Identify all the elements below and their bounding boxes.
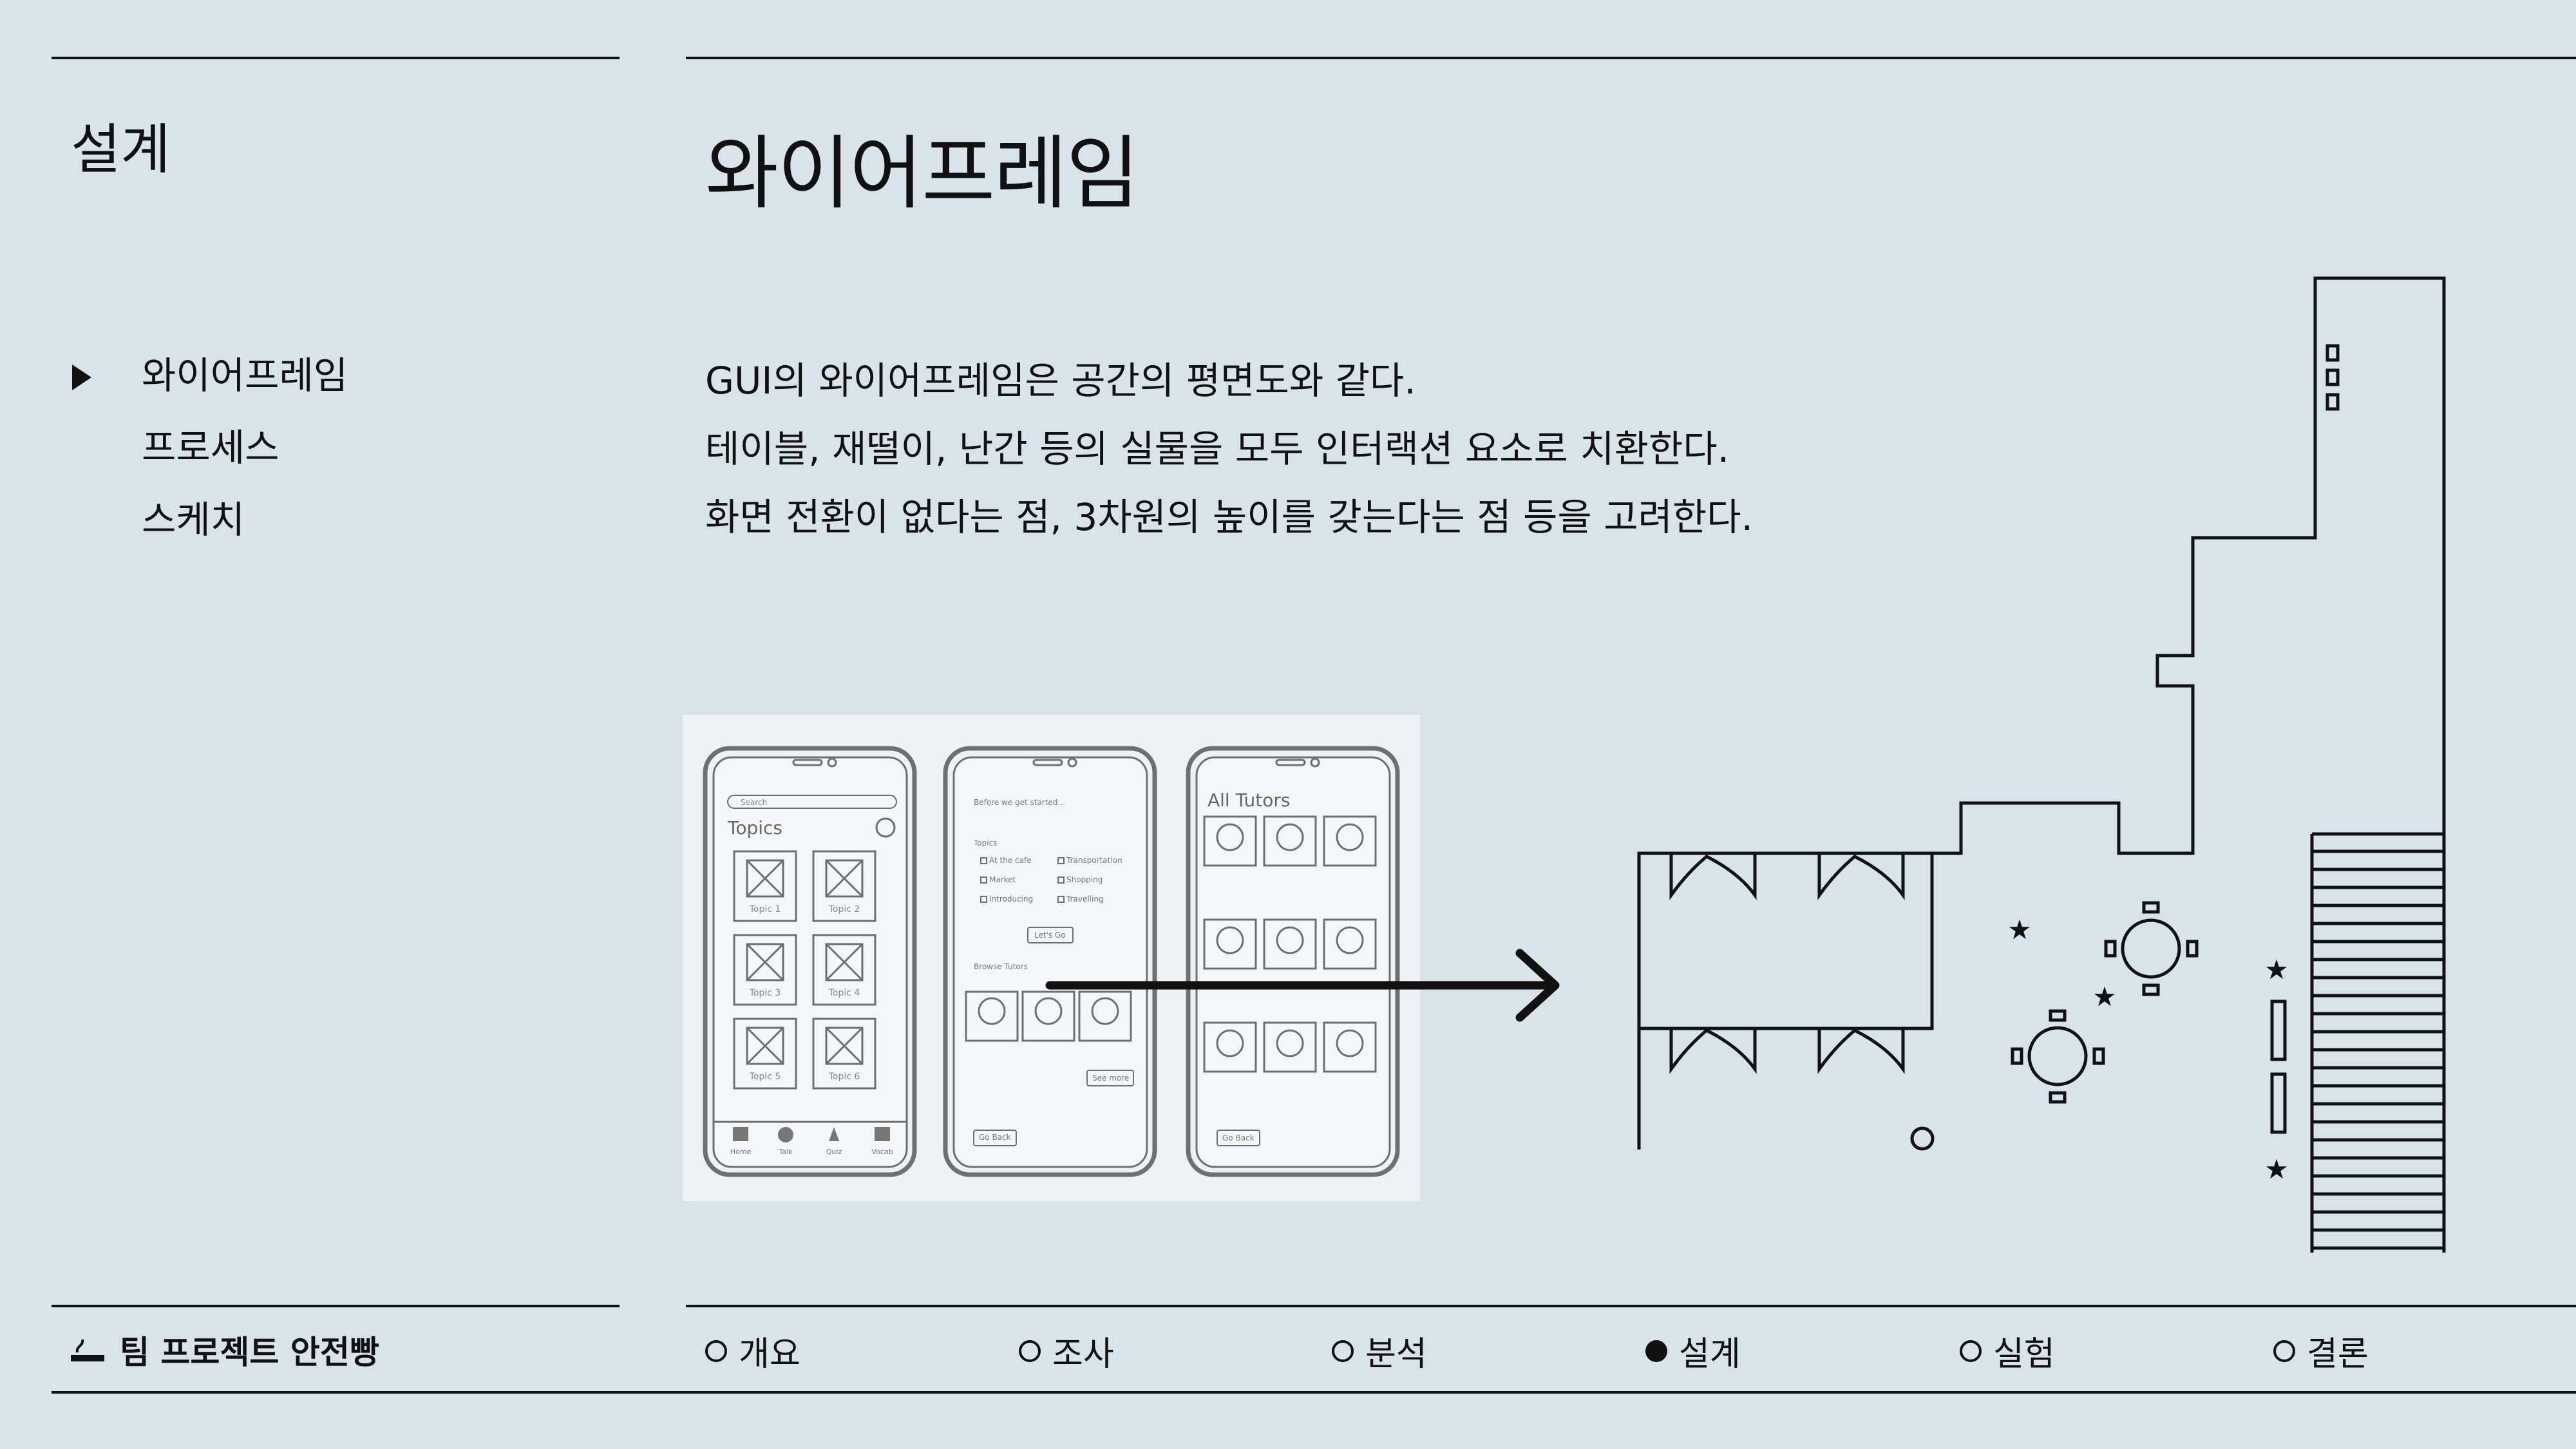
option-label: At the cafe xyxy=(989,856,1032,865)
description-line: 테이블, 재떨이, 난간 등의 실물을 모두 인터랙션 요소로 치환한다. xyxy=(705,427,1730,471)
topic-label: Topic 3 xyxy=(749,988,781,998)
footer-nav-experiment[interactable]: 실험 xyxy=(1960,1327,2055,1375)
topic-label: Topic 1 xyxy=(749,904,781,914)
topic-label: Topic 6 xyxy=(828,1072,860,1082)
circle-icon xyxy=(2273,1340,2295,1362)
go-back-label: Go Back xyxy=(1222,1133,1255,1142)
railing-arches xyxy=(1669,853,1905,900)
star-icon: ★ xyxy=(2264,1153,2289,1185)
browse-label: Browse Tutors xyxy=(974,962,1028,971)
filled-circle-icon xyxy=(1645,1340,1667,1362)
topic-label: Topic 4 xyxy=(828,988,860,998)
topic-label: Topic 5 xyxy=(749,1072,781,1082)
ashtray-icon xyxy=(1910,1126,1935,1151)
book-icon xyxy=(875,1127,890,1141)
circle-icon xyxy=(705,1340,727,1362)
footer-nav-analysis[interactable]: 분석 xyxy=(1332,1327,1427,1375)
home-icon xyxy=(733,1127,748,1141)
right-arrow-icon xyxy=(1045,949,1560,1022)
subnav-label: 와이어프레임 xyxy=(142,354,348,397)
footer-nav-label: 설계 xyxy=(1679,1335,1741,1374)
footer-nav-research[interactable]: 조사 xyxy=(1019,1327,1114,1375)
search-placeholder: Search xyxy=(741,798,767,807)
lets-go-label: Let's Go xyxy=(1034,931,1066,940)
go-back-label: Go Back xyxy=(979,1133,1011,1142)
section-label: 설계 xyxy=(71,118,171,181)
footer-rule-left xyxy=(52,1305,620,1307)
footer-nav-design[interactable]: 설계 xyxy=(1645,1327,1741,1375)
description-line: 화면 전환이 없다는 점, 3차원의 높이를 갖는다는 점 등을 고려한다. xyxy=(705,495,1754,539)
top-rule-left xyxy=(52,57,620,59)
footer-nav-label: 개요 xyxy=(739,1335,800,1374)
team-label: 팀 프로젝트 안전빵 xyxy=(120,1334,379,1371)
subnav-label: 스케치 xyxy=(142,498,245,542)
footer-nav-label: 결론 xyxy=(2307,1335,2369,1374)
star-icon: ★ xyxy=(2264,954,2289,985)
footer-nav-conclusion[interactable]: 결론 xyxy=(2273,1327,2369,1375)
subnav-label: 프로세스 xyxy=(142,426,279,469)
tab-label: Home xyxy=(730,1148,752,1156)
team-name: 팀 프로젝트 안전빵 xyxy=(70,1327,379,1373)
subnav-item-wireframe[interactable]: 와이어프레임 xyxy=(71,348,348,420)
cigarette-icon xyxy=(71,1339,104,1361)
table-icon xyxy=(2027,1026,2088,1086)
phone-wireframe-onboarding: Before we get started... Topics At the c… xyxy=(943,746,1157,1177)
footer-rule-right xyxy=(686,1305,2576,1307)
circle-icon xyxy=(1332,1340,1354,1362)
play-arrow-icon xyxy=(72,365,91,390)
option-label: Shopping xyxy=(1066,875,1103,884)
option-label: Transportation xyxy=(1066,856,1122,865)
footer-rule-bottom xyxy=(52,1391,2576,1394)
footer-nav-label: 분석 xyxy=(1365,1335,1427,1374)
phone3-title: All Tutors xyxy=(1208,790,1290,811)
onboarding-heading: Before we get started... xyxy=(974,798,1065,807)
topic-label: Topic 2 xyxy=(828,904,860,914)
quiz-icon xyxy=(829,1127,839,1141)
circle-icon xyxy=(1019,1340,1041,1362)
description: GUI의 와이어프레임은 공간의 평면도와 같다. 테이블, 재떨이, 난간 등… xyxy=(705,346,1753,551)
footer-nav-label: 실험 xyxy=(1993,1335,2055,1374)
subnav-item-process[interactable]: 프로세스 xyxy=(71,420,348,492)
see-more-label: See more xyxy=(1092,1074,1129,1083)
star-icon: ★ xyxy=(2007,914,2032,945)
footer-nav-label: 조사 xyxy=(1052,1335,1114,1374)
option-label: Travelling xyxy=(1066,895,1104,904)
option-label: Introducing xyxy=(989,895,1033,904)
top-rule-right xyxy=(686,57,2576,59)
phone1-title: Topics xyxy=(727,817,782,838)
wireframe-image: Search Topics Topic 1 Topic 2 Topic 3 To… xyxy=(683,715,1420,1201)
sub-navigation: 와이어프레임 프로세스 스케치 xyxy=(71,348,348,564)
description-line: GUI의 와이어프레임은 공간의 평면도와 같다. xyxy=(705,359,1416,402)
phone-wireframe-tutors: All Tutors Go Back xyxy=(1186,746,1400,1177)
circle-icon xyxy=(1960,1340,1982,1362)
tab-label: Quiz xyxy=(826,1148,842,1156)
topics-label: Topics xyxy=(973,838,997,848)
phone-wireframe-topics: Search Topics Topic 1 Topic 2 Topic 3 To… xyxy=(703,746,917,1177)
tab-label: Talk xyxy=(778,1148,793,1156)
subnav-item-sketch[interactable]: 스케치 xyxy=(71,492,348,564)
talk-icon xyxy=(778,1127,793,1142)
footer-nav-overview[interactable]: 개요 xyxy=(705,1327,800,1375)
star-icon: ★ xyxy=(2092,981,2117,1012)
page-title: 와이어프레임 xyxy=(705,128,1139,220)
option-label: Market xyxy=(989,875,1016,884)
table-icon xyxy=(2121,918,2181,979)
tab-label: Vocab xyxy=(871,1148,893,1156)
